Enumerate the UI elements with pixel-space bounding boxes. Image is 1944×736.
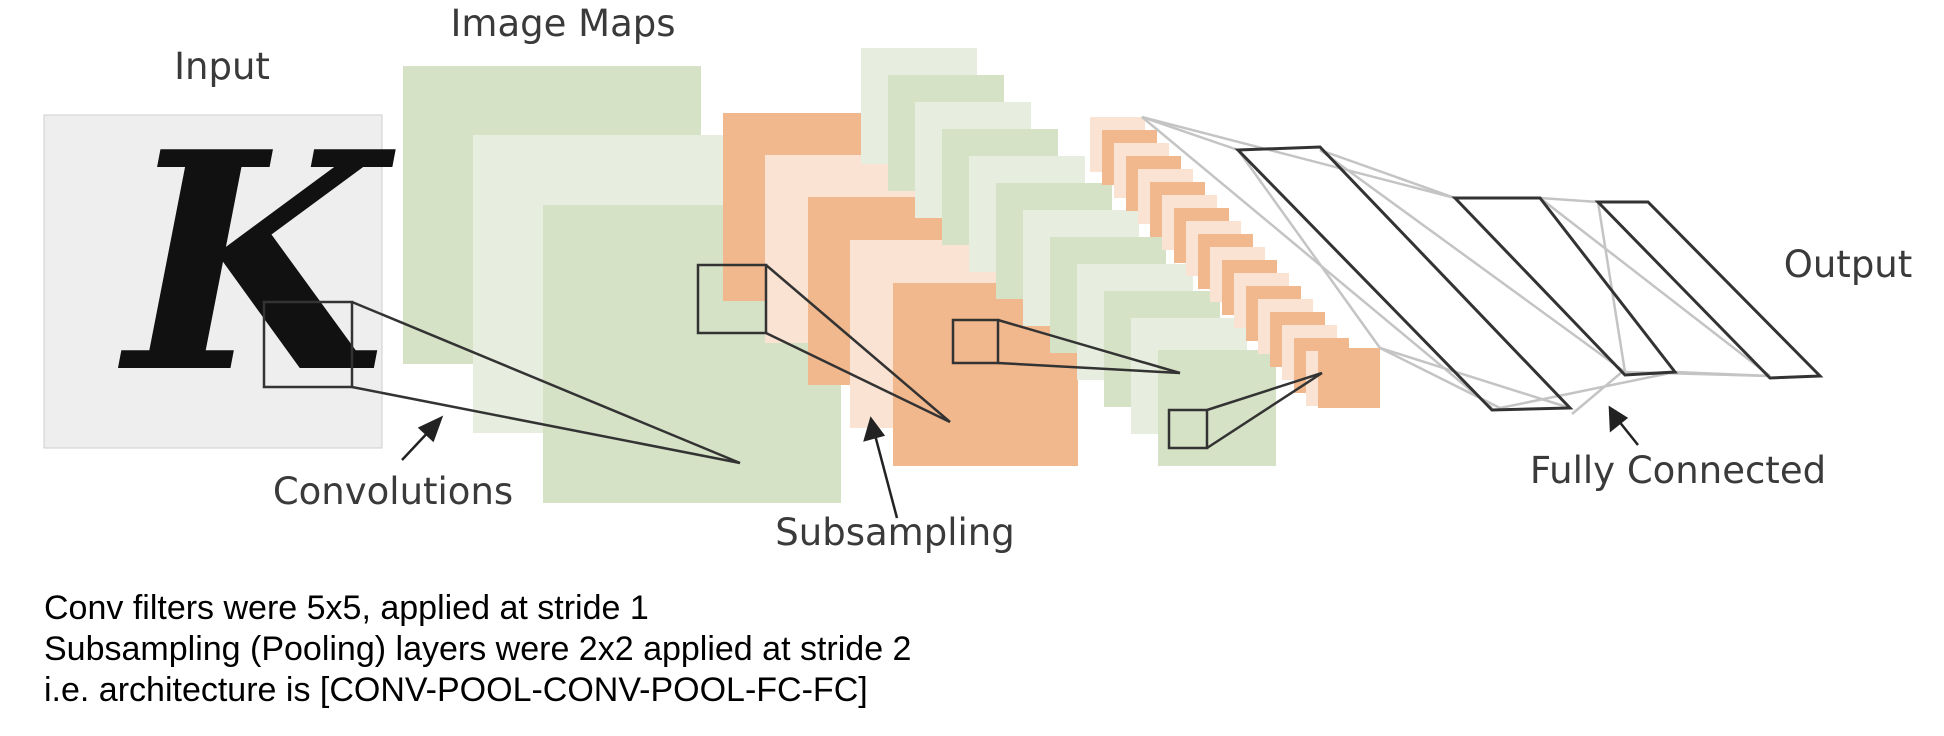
receptive-fields xyxy=(262,263,1323,465)
label-arrows xyxy=(401,405,1639,519)
input-receptive-field xyxy=(262,300,354,389)
note-subsampling: Subsampling (Pooling) layers were 2x2 ap… xyxy=(44,630,912,668)
fc-layer-3 xyxy=(1594,200,1824,380)
fc-layer-2 xyxy=(1451,196,1678,377)
convolutions-arrow-head xyxy=(417,415,444,443)
subsampling-label: Subsampling xyxy=(775,511,1014,554)
note-conv-filters: Conv filters were 5x5, applied at stride… xyxy=(44,589,649,627)
input-image xyxy=(43,114,383,449)
conv2-receptive-field xyxy=(1167,408,1209,450)
fully-connected-label: Fully Connected xyxy=(1530,449,1826,492)
pool1-receptive-field xyxy=(951,318,1000,365)
output-label: Output xyxy=(1784,243,1913,286)
architecture-notes: Conv filters were 5x5, applied at stride… xyxy=(44,588,911,711)
image-maps-label: Image Maps xyxy=(451,2,676,45)
fc-arrow-shaft xyxy=(1617,419,1639,446)
input-label: Input xyxy=(174,45,270,88)
fc-layers xyxy=(1234,145,1824,412)
fc-connections xyxy=(1141,115,1771,415)
conv1-feature-maps xyxy=(403,66,841,503)
subsampling-arrow-shaft xyxy=(873,434,899,519)
conv1-receptive-field xyxy=(696,263,768,335)
subsampling-arrow-head xyxy=(863,416,886,442)
convolutions-label: Convolutions xyxy=(273,470,513,513)
input-glyph: K xyxy=(116,86,397,439)
conv2-feature-maps xyxy=(861,48,1276,466)
fc-layer-1 xyxy=(1234,145,1574,412)
note-architecture: i.e. architecture is [CONV-POOL-CONV-POO… xyxy=(44,671,868,709)
fc-arrow-head xyxy=(1608,405,1629,433)
